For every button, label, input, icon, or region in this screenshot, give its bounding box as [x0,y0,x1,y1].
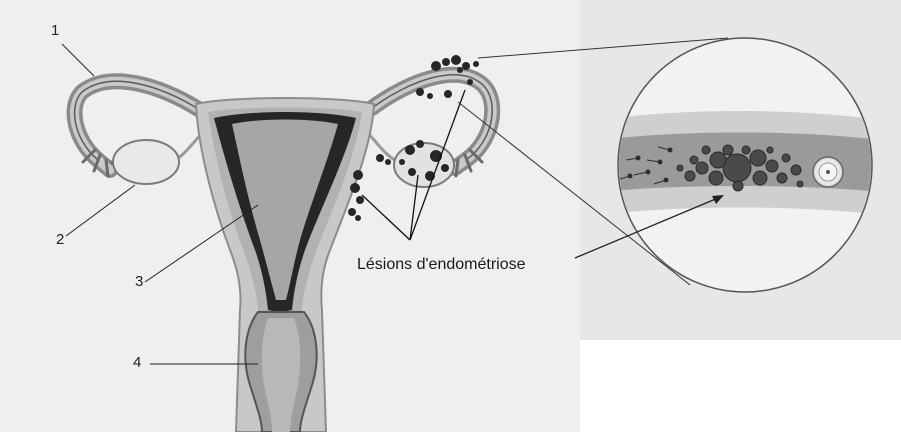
page-background-corner [580,340,901,432]
lesion-label: Lésions d'endométriose [357,256,526,274]
label-3-endometrium: 3 [135,273,143,290]
left-ovary [113,140,179,184]
label-4-cervix: 4 [133,354,141,371]
label-2-ovary: 2 [56,231,64,248]
label-1-fallopian-tube: 1 [51,22,59,39]
